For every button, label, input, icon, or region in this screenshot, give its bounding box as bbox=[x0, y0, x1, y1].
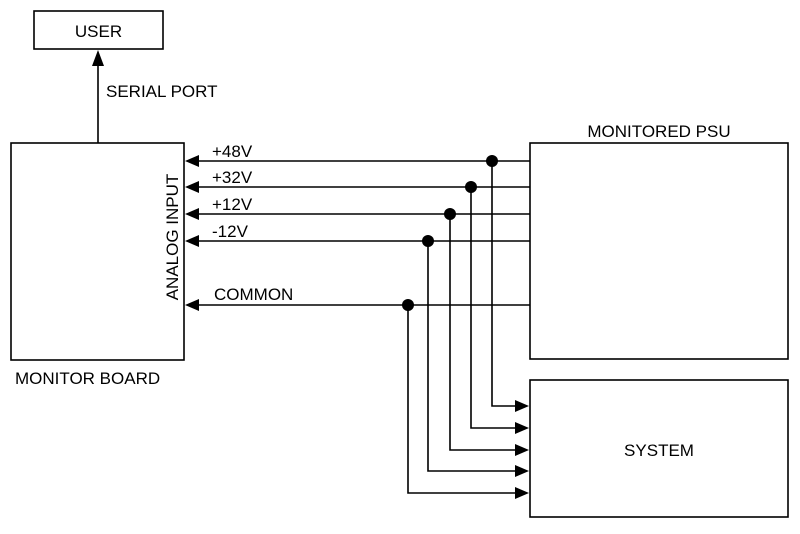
analog-input-label: ANALOG INPUT bbox=[163, 174, 182, 301]
rail-12v-system-arrowhead bbox=[515, 444, 529, 456]
rail-48v-system-line bbox=[491, 161, 516, 407]
rail-12v: +12V bbox=[185, 195, 530, 456]
rail-common-system-line bbox=[407, 305, 516, 494]
rail-32v-arrowhead bbox=[185, 181, 199, 193]
rail-common: COMMON bbox=[185, 285, 530, 499]
system-block: SYSTEM bbox=[529, 379, 789, 518]
rail-48v-arrowhead bbox=[185, 155, 199, 167]
monitor-board-block: MONITOR BOARD ANALOG INPUT bbox=[10, 142, 185, 388]
serial-port-label: SERIAL PORT bbox=[106, 82, 217, 101]
rail-12v-label: +12V bbox=[212, 195, 253, 214]
rail-minus-12v-system-arrowhead bbox=[515, 465, 529, 477]
system-box bbox=[529, 379, 789, 518]
monitored-psu-label: MONITORED PSU bbox=[587, 122, 730, 141]
rail-48v: +48V bbox=[185, 142, 530, 412]
monitor-board-box bbox=[10, 142, 185, 361]
user-box bbox=[33, 10, 164, 50]
user-block: USER bbox=[33, 10, 164, 50]
system-label: SYSTEM bbox=[624, 441, 694, 460]
rail-minus-12v-arrowhead bbox=[185, 235, 199, 247]
monitor-board-label: MONITOR BOARD bbox=[15, 369, 160, 388]
rail-common-system-arrowhead bbox=[515, 487, 529, 499]
rail-12v-arrowhead bbox=[185, 208, 199, 220]
rail-common-label: COMMON bbox=[214, 285, 293, 304]
serial-port-link: SERIAL PORT bbox=[92, 50, 217, 143]
rail-minus-12v-system-line bbox=[427, 241, 516, 472]
rail-32v-system-line bbox=[470, 187, 516, 429]
rail-minus-12v-label: -12V bbox=[212, 222, 249, 241]
serial-port-arrowhead bbox=[92, 50, 104, 66]
rail-32v-label: +32V bbox=[212, 168, 253, 187]
rail-32v: +32V bbox=[185, 168, 530, 434]
user-label: USER bbox=[75, 22, 122, 41]
monitored-psu-box bbox=[529, 142, 789, 360]
monitored-psu-block: MONITORED PSU bbox=[529, 122, 789, 360]
rail-48v-system-arrowhead bbox=[515, 400, 529, 412]
rail-48v-label: +48V bbox=[212, 142, 253, 161]
rail-common-arrowhead bbox=[185, 299, 199, 311]
rail-12v-system-line bbox=[449, 214, 516, 451]
rail-32v-system-arrowhead bbox=[515, 422, 529, 434]
rail-minus-12v: -12V bbox=[185, 222, 530, 477]
